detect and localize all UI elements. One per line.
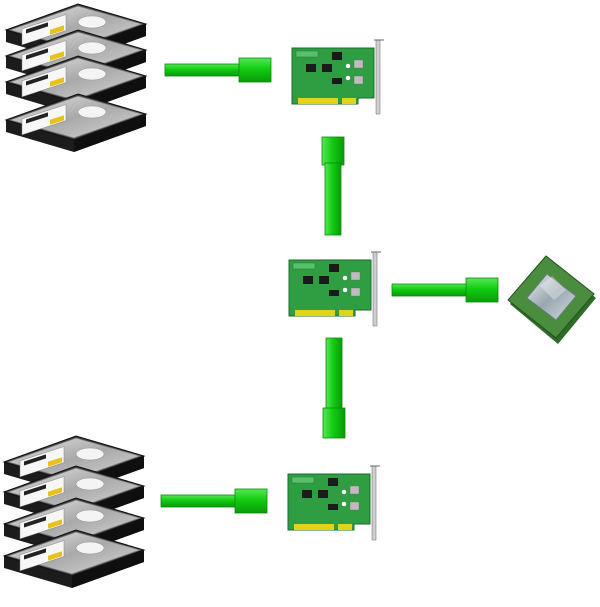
disk-stack-bottom <box>3 435 145 589</box>
connector-card-middle-to-cpu <box>391 277 499 303</box>
controller-card-middle <box>288 251 382 327</box>
controller-card-top <box>291 39 385 115</box>
connector-disks-to-card-top <box>164 57 272 83</box>
disk-stack-top <box>5 3 147 153</box>
cpu-die <box>526 273 577 321</box>
connector-card-top-to-middle <box>321 136 345 236</box>
controller-card-bottom <box>287 465 381 541</box>
processor-chip <box>507 255 596 344</box>
connector-card-middle-to-bottom <box>322 337 346 439</box>
hard-disk-icon <box>5 93 147 153</box>
connector-disks-to-card-bottom <box>160 488 268 514</box>
